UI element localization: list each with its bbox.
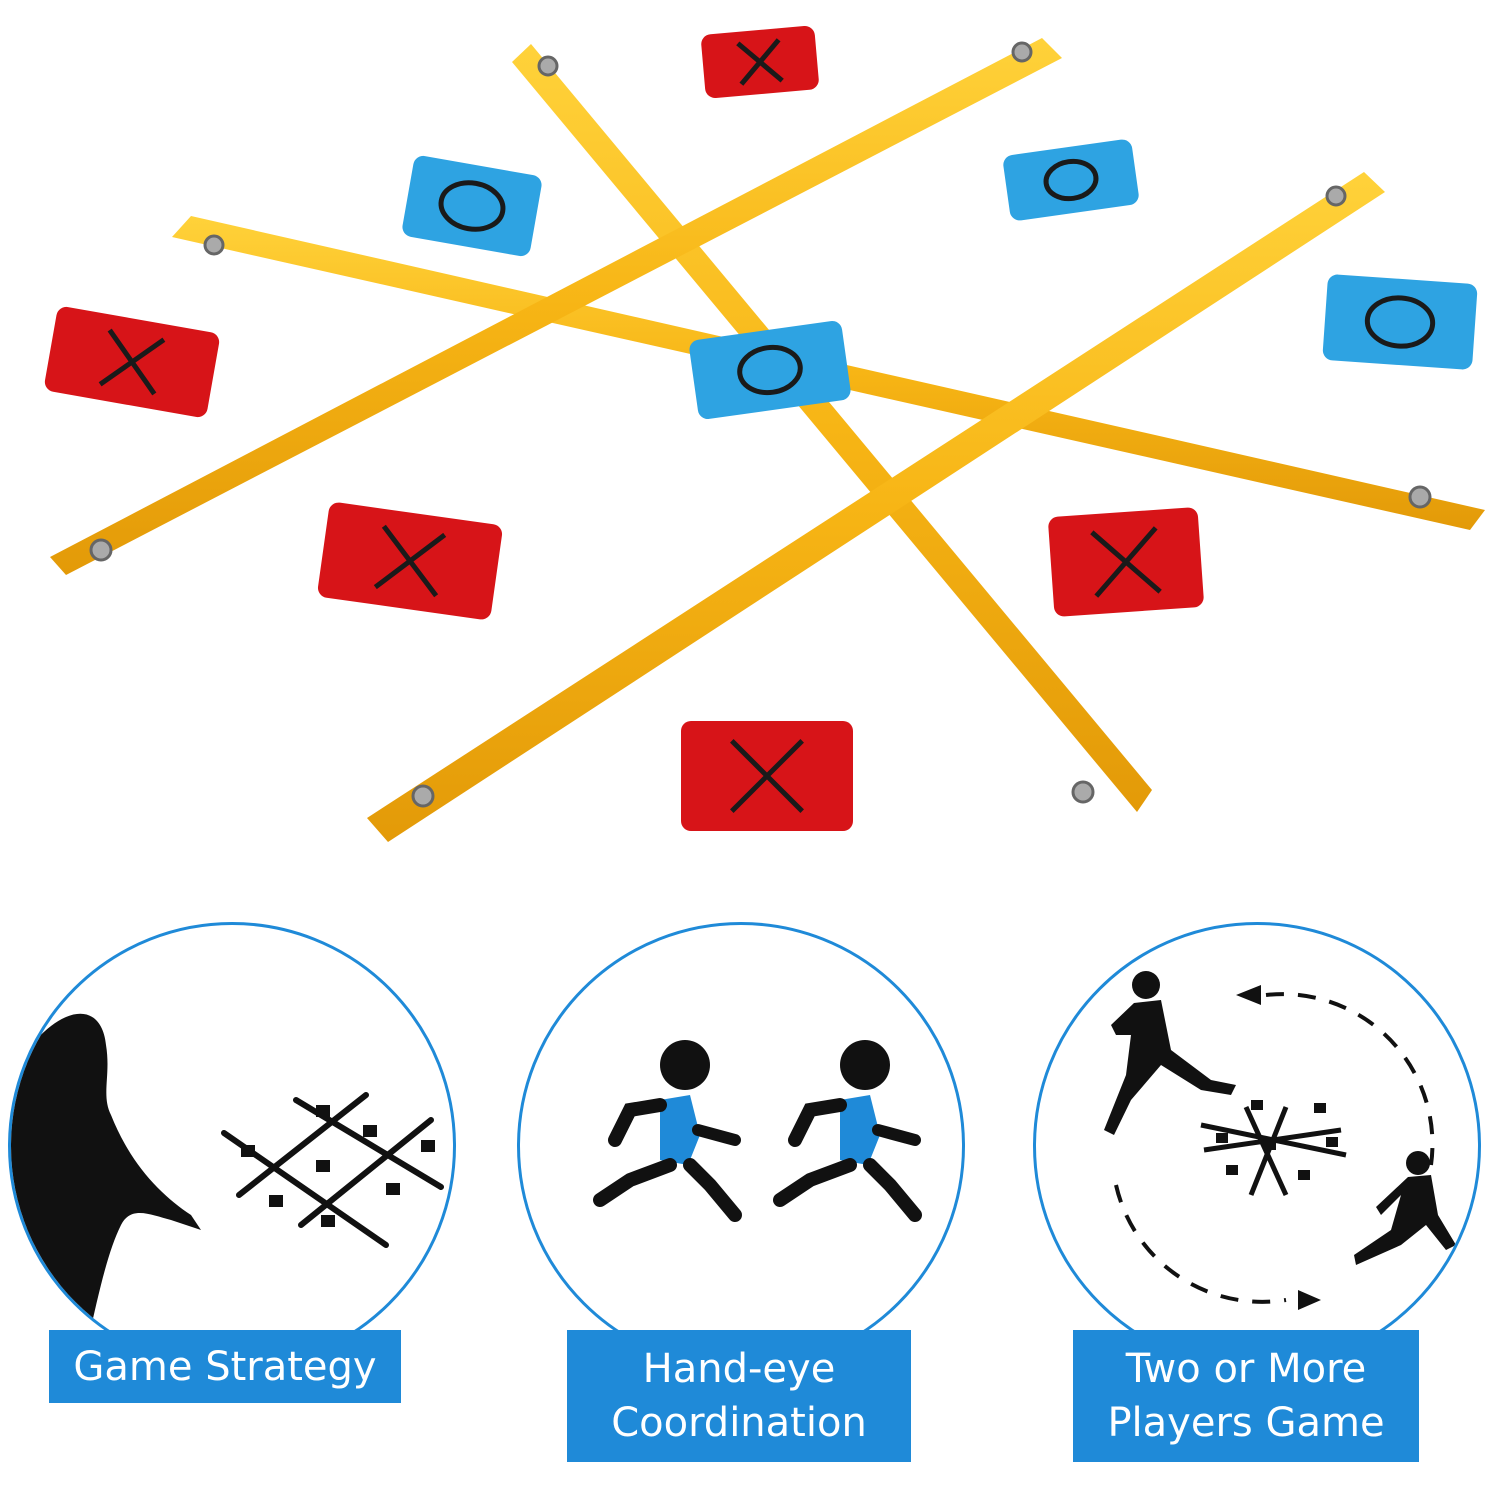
x-mark (373, 532, 447, 590)
runner-2 (773, 1040, 922, 1222)
two-runners-icon (593, 1040, 922, 1222)
runner-bottom (1354, 1151, 1456, 1265)
bean-bag-o (1003, 139, 1139, 221)
bean-bag-o (689, 320, 851, 420)
runner-top (1104, 971, 1236, 1135)
bean-bag-x (681, 721, 853, 831)
o-mark (737, 344, 803, 396)
o-mark (1043, 158, 1099, 202)
bean-bag-x (701, 25, 819, 99)
feature-circle-players (1033, 922, 1481, 1370)
bean-bag-o (402, 155, 542, 257)
x-mark (739, 38, 781, 86)
x-mark (1094, 526, 1158, 598)
feature-label-players: Two or More Players Game (1073, 1330, 1419, 1462)
person-tossing-bag-icon (11, 1013, 444, 1367)
feature-label-game-strategy: Game Strategy (49, 1330, 401, 1403)
o-mark (438, 180, 506, 232)
bean-bag-o (1322, 274, 1478, 370)
bean-bag-x (1048, 507, 1204, 617)
bean-bag-x (317, 502, 503, 620)
o-mark (1364, 295, 1436, 349)
feature-circle-game-strategy (8, 922, 456, 1370)
feature-label-hand-eye: Hand-eye Coordination (567, 1330, 911, 1462)
players-circling-board-icon (1104, 971, 1456, 1310)
board-strap-4 (367, 172, 1385, 842)
product-illustration (44, 25, 1485, 842)
bean-bag-x (44, 306, 220, 418)
runner-1 (593, 1040, 742, 1222)
feature-circle-hand-eye (517, 922, 965, 1370)
board-strap-3 (50, 38, 1062, 575)
x-mark (98, 337, 166, 387)
x-mark (730, 739, 804, 813)
